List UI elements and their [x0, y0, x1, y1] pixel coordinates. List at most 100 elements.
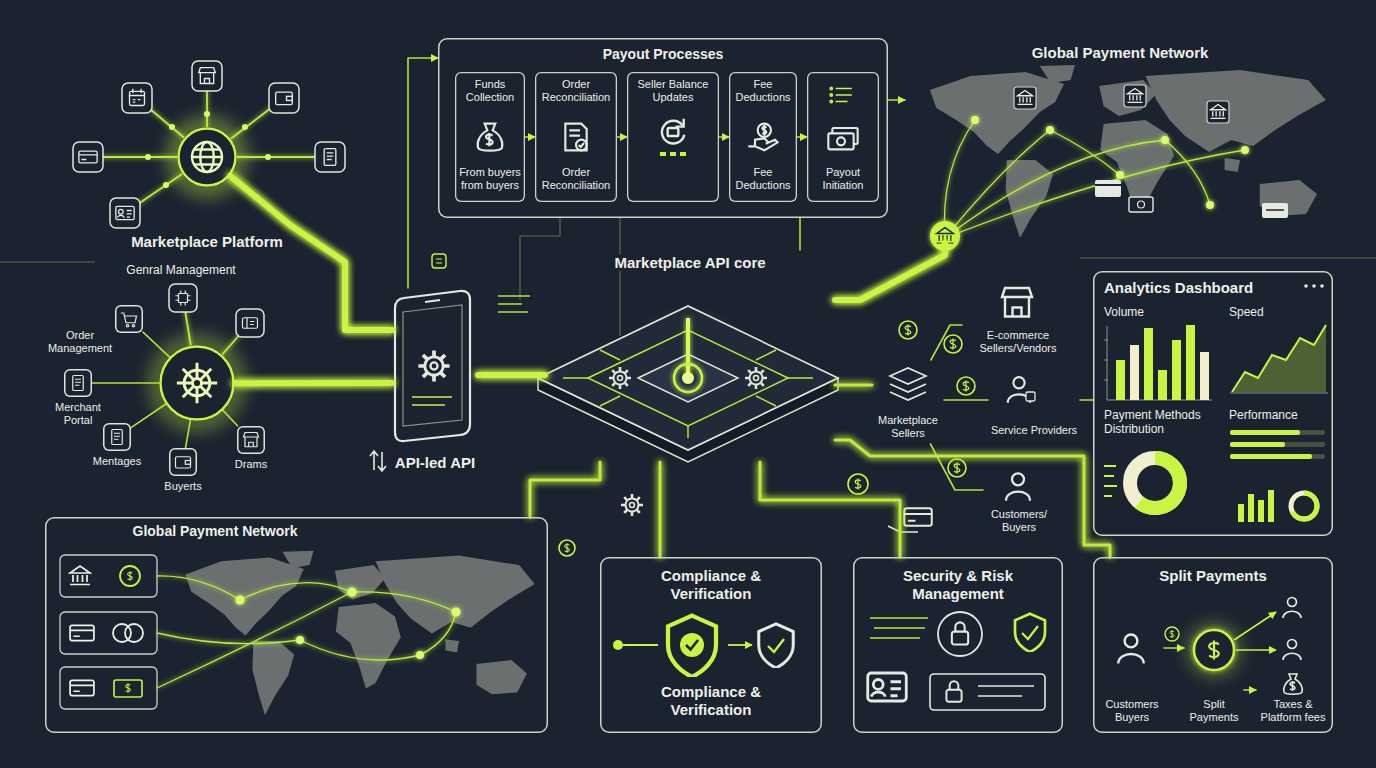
illustration-part	[945, 130, 1050, 238]
illustration-part	[73, 61, 345, 228]
illustration-part	[952, 622, 968, 644]
illustration-part	[870, 618, 928, 638]
illustration-part	[121, 313, 137, 327]
illustration-part	[1130, 458, 1180, 508]
illustration-part	[1095, 180, 1121, 197]
text-box: Marketplace API core	[545, 254, 835, 272]
illustration-part	[944, 335, 962, 353]
illustration-part	[1095, 184, 1121, 186]
illustration-part	[452, 608, 461, 617]
connector	[92, 382, 159, 384]
illustration-part	[621, 494, 643, 516]
connector	[143, 332, 169, 357]
illustration-part	[748, 124, 777, 151]
node-text: Order Reconciliation	[541, 166, 611, 191]
illustration-part	[1230, 430, 1312, 459]
illustration-part	[125, 624, 143, 642]
illustration-part	[1241, 146, 1249, 154]
illustration-part	[538, 306, 838, 450]
illustration-part	[1022, 626, 1038, 639]
illustration-part	[243, 318, 258, 329]
connector	[617, 136, 627, 138]
illustration-part	[236, 588, 461, 660]
illustration-part	[1262, 203, 1288, 218]
security-icons	[868, 612, 1045, 710]
node-text: Fee Deductions	[734, 166, 791, 191]
connector	[835, 384, 872, 387]
illustration-part	[1080, 257, 1376, 258]
illustration-part	[1238, 504, 1244, 522]
illustration-part	[79, 151, 97, 163]
fee-node: Taxes & Platform fees	[1256, 668, 1330, 728]
chart-label-text: Volume	[1103, 305, 1145, 319]
illustration-part	[300, 640, 420, 660]
connector	[888, 99, 905, 101]
node-text: API-led API	[394, 454, 476, 471]
illustration-part	[1236, 649, 1276, 651]
api-core: Marketplace API core	[545, 250, 835, 462]
text-box: Split Payments	[1178, 698, 1250, 724]
illustration-part	[236, 309, 264, 337]
illustration-part	[1172, 340, 1181, 400]
connector	[835, 243, 945, 300]
connector	[230, 176, 392, 330]
illustration-part	[1130, 458, 1180, 508]
illustration-part	[945, 150, 1245, 238]
illustration-part	[1232, 325, 1326, 392]
illustration-part	[565, 543, 570, 553]
illustration-part	[1014, 87, 1036, 109]
module-icon: Merchant Portal	[64, 369, 92, 397]
illustration-part	[70, 566, 90, 585]
illustration-part	[114, 680, 142, 697]
illustration-part	[122, 83, 152, 113]
illustration-part	[520, 218, 560, 300]
world-map-top	[930, 65, 1326, 251]
illustration-part	[1200, 352, 1209, 400]
illustration-part	[265, 154, 271, 160]
illustration-part	[165, 115, 249, 199]
illustration-part	[88, 76, 330, 213]
illustration-part	[0, 261, 95, 262]
illustration-part	[1304, 284, 1324, 288]
illustration-part	[425, 300, 440, 302]
connector	[930, 444, 983, 490]
text-box: Compliance & Verification	[641, 567, 781, 603]
module-icon: Order Management	[115, 305, 143, 333]
illustration-part	[890, 368, 926, 400]
illustration-part	[370, 451, 386, 471]
illustration-part	[1232, 325, 1326, 392]
platform-hub-art	[73, 61, 345, 228]
illustration-part	[904, 508, 932, 526]
node-text: Drams	[234, 458, 268, 470]
security-panel: Security & Risk Management	[853, 557, 1063, 733]
illustration-part	[110, 198, 140, 228]
illustration-part	[157, 633, 300, 644]
illustration-part	[185, 551, 534, 715]
illustration-part	[240, 583, 352, 600]
connector	[719, 136, 729, 138]
illustration-part	[244, 433, 259, 447]
illustration-part	[1128, 89, 1143, 103]
connector	[835, 440, 1110, 557]
text-box: Funds Collection	[457, 78, 523, 104]
illustration-part	[1186, 622, 1242, 678]
text-box: Marketplace Sellers	[872, 414, 944, 440]
step-box: Seller Balance Updates	[627, 72, 719, 202]
connector	[525, 136, 535, 138]
node-text: Security & Risk Management	[902, 567, 1014, 602]
connector	[931, 325, 962, 360]
illustration-part	[157, 576, 456, 688]
illustration-part	[478, 124, 503, 151]
illustration-part	[609, 367, 631, 389]
illustration-part	[112, 430, 123, 445]
illustration-part	[418, 350, 449, 381]
illustration-part	[1304, 284, 1308, 288]
node-text: Global Payment Network	[1031, 44, 1210, 61]
illustration-part	[60, 612, 157, 654]
illustration-part	[613, 640, 623, 650]
illustration-part	[1230, 430, 1300, 435]
illustration-part	[60, 667, 157, 709]
illustration-part	[116, 206, 134, 219]
connector	[530, 462, 600, 517]
illustration-part	[971, 116, 1249, 209]
